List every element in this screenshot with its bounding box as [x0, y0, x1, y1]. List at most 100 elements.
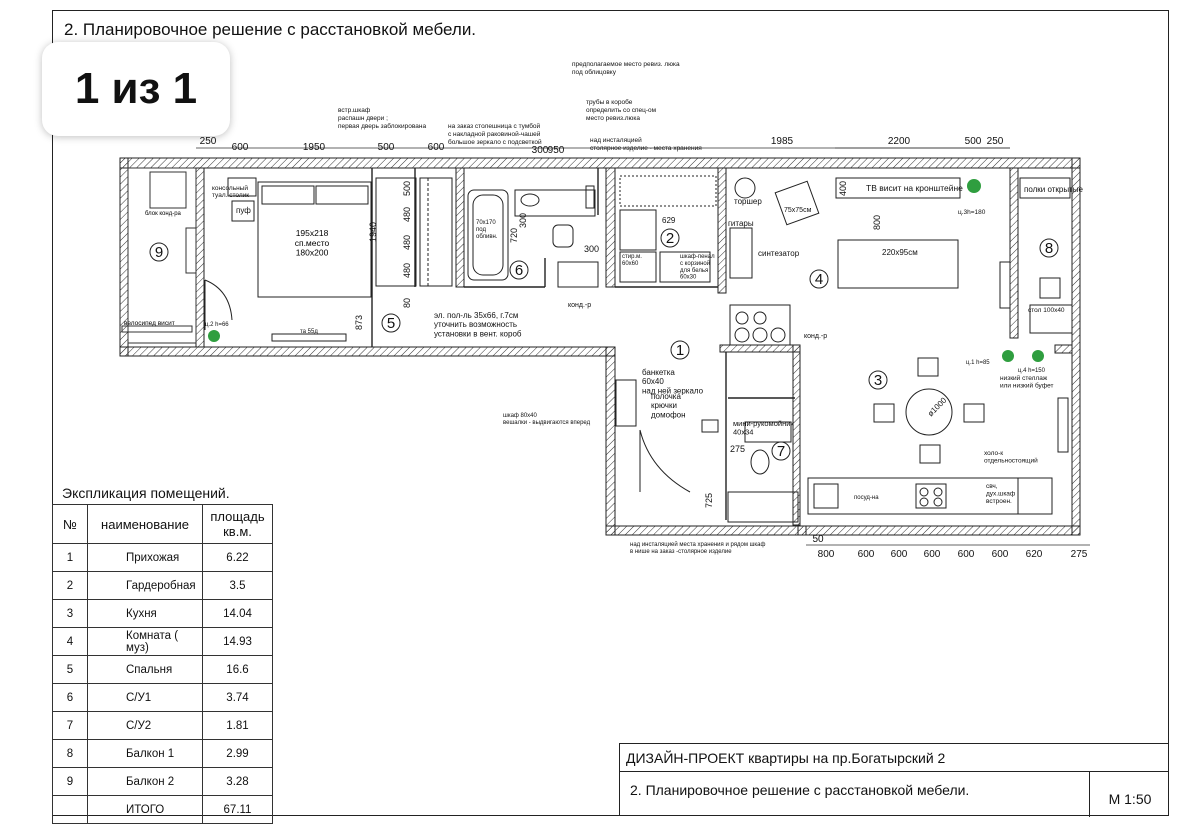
dim-label: 400 [838, 181, 848, 196]
dim-label: 600 [924, 549, 941, 560]
cell-num: 8 [52, 739, 88, 768]
room-number: 4 [815, 271, 823, 288]
dim-label: 250 [987, 136, 1004, 147]
cell-name: Балкон 1 [87, 739, 203, 768]
dim-label: 300 [532, 145, 549, 156]
sheet-name: 2. Планировочное решение с расстановкой … [620, 772, 1090, 817]
cell-name: Кухня [87, 599, 203, 628]
cell-name: ИТОГО [87, 795, 203, 824]
plant-height-label: ц.4 h=150 [1018, 368, 1046, 374]
guitars-label: гитары [728, 219, 754, 228]
dim-label: 500 [965, 136, 982, 147]
cell-name: Комната ( муз) [87, 627, 203, 656]
cell-num: 6 [52, 683, 88, 712]
cell-area: 14.04 [202, 599, 273, 628]
dim-label: 480 [402, 235, 412, 250]
bike-label: велосипед висит [124, 320, 175, 327]
explication-title: Экспликация помещений. [62, 485, 230, 501]
dim-label: 600 [232, 142, 249, 153]
cell-name: Гардеробная [87, 571, 203, 600]
cell-area: 3.28 [202, 767, 273, 796]
bathroom-2 [727, 421, 799, 523]
cell-area: 6.22 [202, 543, 273, 572]
cell-area: 3.74 [202, 683, 273, 712]
ac-label: конд.-р [804, 333, 827, 340]
dim-label: 1985 [771, 136, 794, 147]
col-number-header: № [52, 504, 88, 544]
dim-label: 80 [402, 298, 412, 308]
cell-num: 5 [52, 655, 88, 684]
dim-label: 1950 [303, 142, 326, 153]
music-room [729, 177, 961, 346]
dimension-vertical-labels: 500 480 480 480 80 1940 873 720 300 300 … [354, 181, 882, 508]
dim-label: 1940 [368, 222, 378, 242]
bathroom-1 [467, 185, 599, 288]
plant-icon [208, 330, 220, 342]
bedroom-furniture [204, 177, 453, 342]
dim-label: 800 [818, 549, 835, 560]
cell-num: 1 [52, 543, 88, 572]
room-number: 9 [155, 244, 163, 261]
cell-name: С/У1 [87, 683, 203, 712]
partitions [371, 168, 795, 520]
room-number: 2 [666, 230, 674, 247]
cell-name: С/У2 [87, 711, 203, 740]
cell-num: 3 [52, 599, 88, 628]
cell-area: 3.5 [202, 571, 273, 600]
dim-label: 480 [402, 263, 412, 278]
dim-label: 275 [730, 444, 745, 454]
dim-label: 600 [891, 549, 908, 560]
dim-label: 720 [509, 228, 519, 243]
plant-height-label: ц.3h=180 [958, 209, 986, 216]
room-number: 8 [1045, 240, 1053, 257]
dim-label: 725 [704, 493, 714, 508]
cell-area: 14.93 [202, 627, 273, 656]
dimension-bottom-labels: 50 800 600 600 600 600 600 620 275 [812, 534, 1087, 560]
dim-label: 873 [354, 315, 364, 330]
walls [119, 157, 1081, 536]
floor-lamp-label: торшер [734, 197, 762, 206]
col-name-header: наименование [87, 504, 203, 544]
dim-label: 600 [958, 549, 975, 560]
scale-label: М 1:50 [1108, 790, 1152, 807]
room-number: 1 [676, 342, 684, 359]
dim-label: 250 [200, 136, 217, 147]
bed-outline [257, 181, 372, 298]
wc-note: над инсталяцией места хранения и рядом ш… [630, 541, 766, 555]
dim-label: 600 [992, 549, 1009, 560]
cell-name: Прихожая [87, 543, 203, 572]
dim-label: 950 [548, 145, 565, 156]
ac-unit-label: блок конд-ра [145, 211, 182, 217]
bedside-label: та 55д [300, 329, 318, 335]
dim-label: 300 [518, 213, 528, 228]
hall [615, 379, 719, 493]
dim-label: 500 [402, 181, 412, 196]
dim-label: 500 [378, 142, 395, 153]
cell-name: Балкон 2 [87, 767, 203, 796]
cell-area: 2.99 [202, 739, 273, 768]
cell-area: 67.11 [202, 795, 273, 824]
room-number: 5 [387, 315, 395, 332]
plant-height-label: ц.2 h=66 [205, 322, 229, 328]
